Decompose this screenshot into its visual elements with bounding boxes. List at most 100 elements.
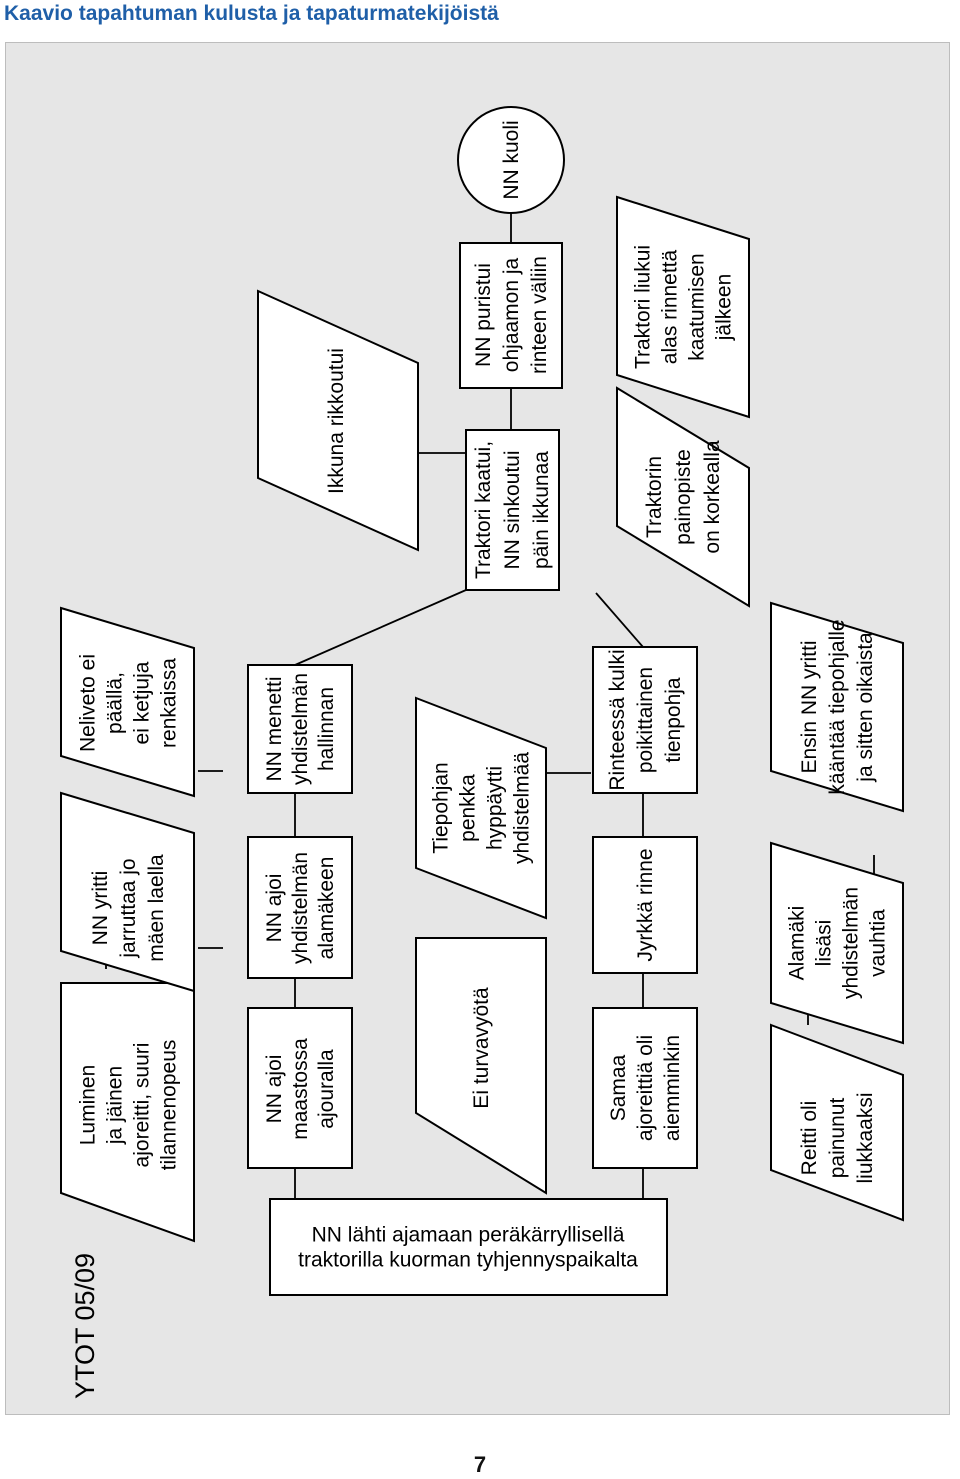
label-line: Traktorin: [643, 456, 666, 538]
factor-jarruttaa-box: [60, 791, 195, 993]
event-kaatui-box: [465, 429, 560, 591]
label-line: Luminen: [77, 1065, 100, 1146]
label-line: ja sitten oikaista: [854, 632, 877, 783]
label-line: maastossa: [289, 1038, 312, 1140]
label-line: alamäkeen: [315, 857, 338, 960]
label-line: yhdistelmän: [840, 887, 863, 999]
label-line: Traktori liukui: [632, 245, 655, 369]
factor-turvavyota-label: Ei turvavyötä: [470, 987, 493, 1109]
label-line: ei ketjuja: [131, 661, 154, 744]
connector-poikittainen-kaatui: [595, 592, 644, 648]
event-menetti-box: [247, 664, 353, 794]
label-line: ajouralla: [315, 1049, 338, 1129]
factor-jyrkka-box: [592, 836, 698, 974]
label-line: painopiste: [672, 449, 695, 545]
label-line: jarruttaa jo: [117, 858, 140, 958]
page-title: Kaavio tapahtuman kulusta ja tapaturmate…: [4, 2, 499, 25]
label-line: Tiepohjan: [430, 762, 453, 853]
label-line: mäen laella: [145, 854, 168, 962]
label-line: yhdistelmää: [511, 752, 534, 864]
factor-samaa-box: [592, 1007, 698, 1169]
factor-turvavyota-box: [415, 937, 547, 1195]
label-line: traktorilla kuorman tyhjennyspaikalta: [298, 1249, 638, 1272]
factor-painopiste-box: [616, 386, 750, 608]
factor-reitti-box: [770, 1023, 904, 1222]
label-line: Ensin NN yritti: [798, 640, 821, 773]
diagram-code: YTOT 05/09: [70, 1253, 100, 1399]
end-event-circle: [457, 106, 565, 214]
event-ikkuna-box: [257, 289, 419, 552]
label-line: lisäsi: [813, 920, 836, 967]
connector-menetti-kaatui: [294, 589, 467, 666]
label-line: NN yritti: [89, 871, 112, 946]
label-line: ajoreitti, suuri: [131, 1043, 154, 1168]
label-line: Reitti oli: [798, 1101, 821, 1176]
label-line: tilannenopeus: [158, 1040, 181, 1171]
factor-jyrkka-label: Jyrkkä rinne: [634, 848, 657, 961]
label-line: NN kuoli: [500, 120, 523, 199]
label-line: penkka: [457, 774, 480, 842]
page-number: 7: [473, 1452, 487, 1477]
label-line: NN puristui: [472, 263, 495, 367]
event-puristui-box: [459, 242, 563, 389]
event-alamakeen-box: [247, 836, 353, 979]
factor-luminen-box: [60, 982, 195, 1243]
label-line: painunut: [826, 1098, 849, 1179]
event-ikkuna-label: Ikkuna rikkoutui: [325, 348, 348, 494]
shapes: [60, 106, 904, 1296]
label-line: Neliveto ei: [77, 654, 100, 752]
label-line: ajoreittiä oli: [634, 1035, 657, 1141]
label-line: Rinteessä kulki: [606, 649, 629, 790]
label-line: Alamäki: [786, 906, 809, 981]
label-line: NN lähti ajamaan peräkärryllisellä: [312, 1224, 625, 1247]
label-line: hallinnan: [315, 687, 338, 771]
label-line: kaatumisen: [686, 253, 709, 360]
label-line: kääntää tiepohjalle: [826, 619, 849, 794]
event-flow-diagram: YTOT 05/09 NN lähti ajamaan peräkärrylli…: [60, 106, 904, 1399]
label-line: liukkaaksi: [854, 1092, 877, 1183]
end-event-label: NN kuoli: [500, 120, 523, 199]
factor-penkka-box: [415, 696, 547, 920]
label-line: Samaa: [607, 1054, 630, 1121]
factor-poikittainen-box: [592, 646, 698, 794]
labels: YTOT 05/09 NN lähti ajamaan peräkärrylli…: [70, 120, 890, 1399]
label-line: päällä,: [104, 672, 127, 734]
label-line: aiemminkin: [661, 1035, 684, 1141]
factor-alamaki-box: [770, 841, 904, 1045]
label-line: rinteen väliin: [528, 256, 551, 374]
label-line: alas rinnettä: [659, 249, 682, 364]
label-line: jälkeen: [713, 274, 736, 342]
label-line: renkaissa: [158, 658, 181, 748]
label-line: hyppäytti: [484, 766, 507, 850]
label-line: Traktori kaatui,: [472, 441, 495, 579]
label-line: ja jäinen: [104, 1066, 127, 1145]
label-line: Ei turvavyötä: [470, 987, 493, 1109]
diagram-panel: YTOT 05/09 NN lähti ajamaan peräkärrylli…: [5, 42, 950, 1415]
factor-kaantaa-box: [770, 601, 904, 813]
label-line: NN ajoi: [263, 874, 286, 943]
label-line: Jyrkkä rinne: [634, 848, 657, 961]
label-line: vauhtia: [867, 909, 890, 977]
event-maastossa-box: [247, 1007, 353, 1169]
label-line: tienpohja: [662, 677, 685, 763]
label-line: Ikkuna rikkoutui: [325, 348, 348, 494]
label-line: NN menetti: [263, 676, 286, 781]
factor-neliveto-box: [60, 606, 195, 798]
label-line: yhdistelmän: [289, 852, 312, 964]
label-line: NN ajoi: [263, 1055, 286, 1124]
